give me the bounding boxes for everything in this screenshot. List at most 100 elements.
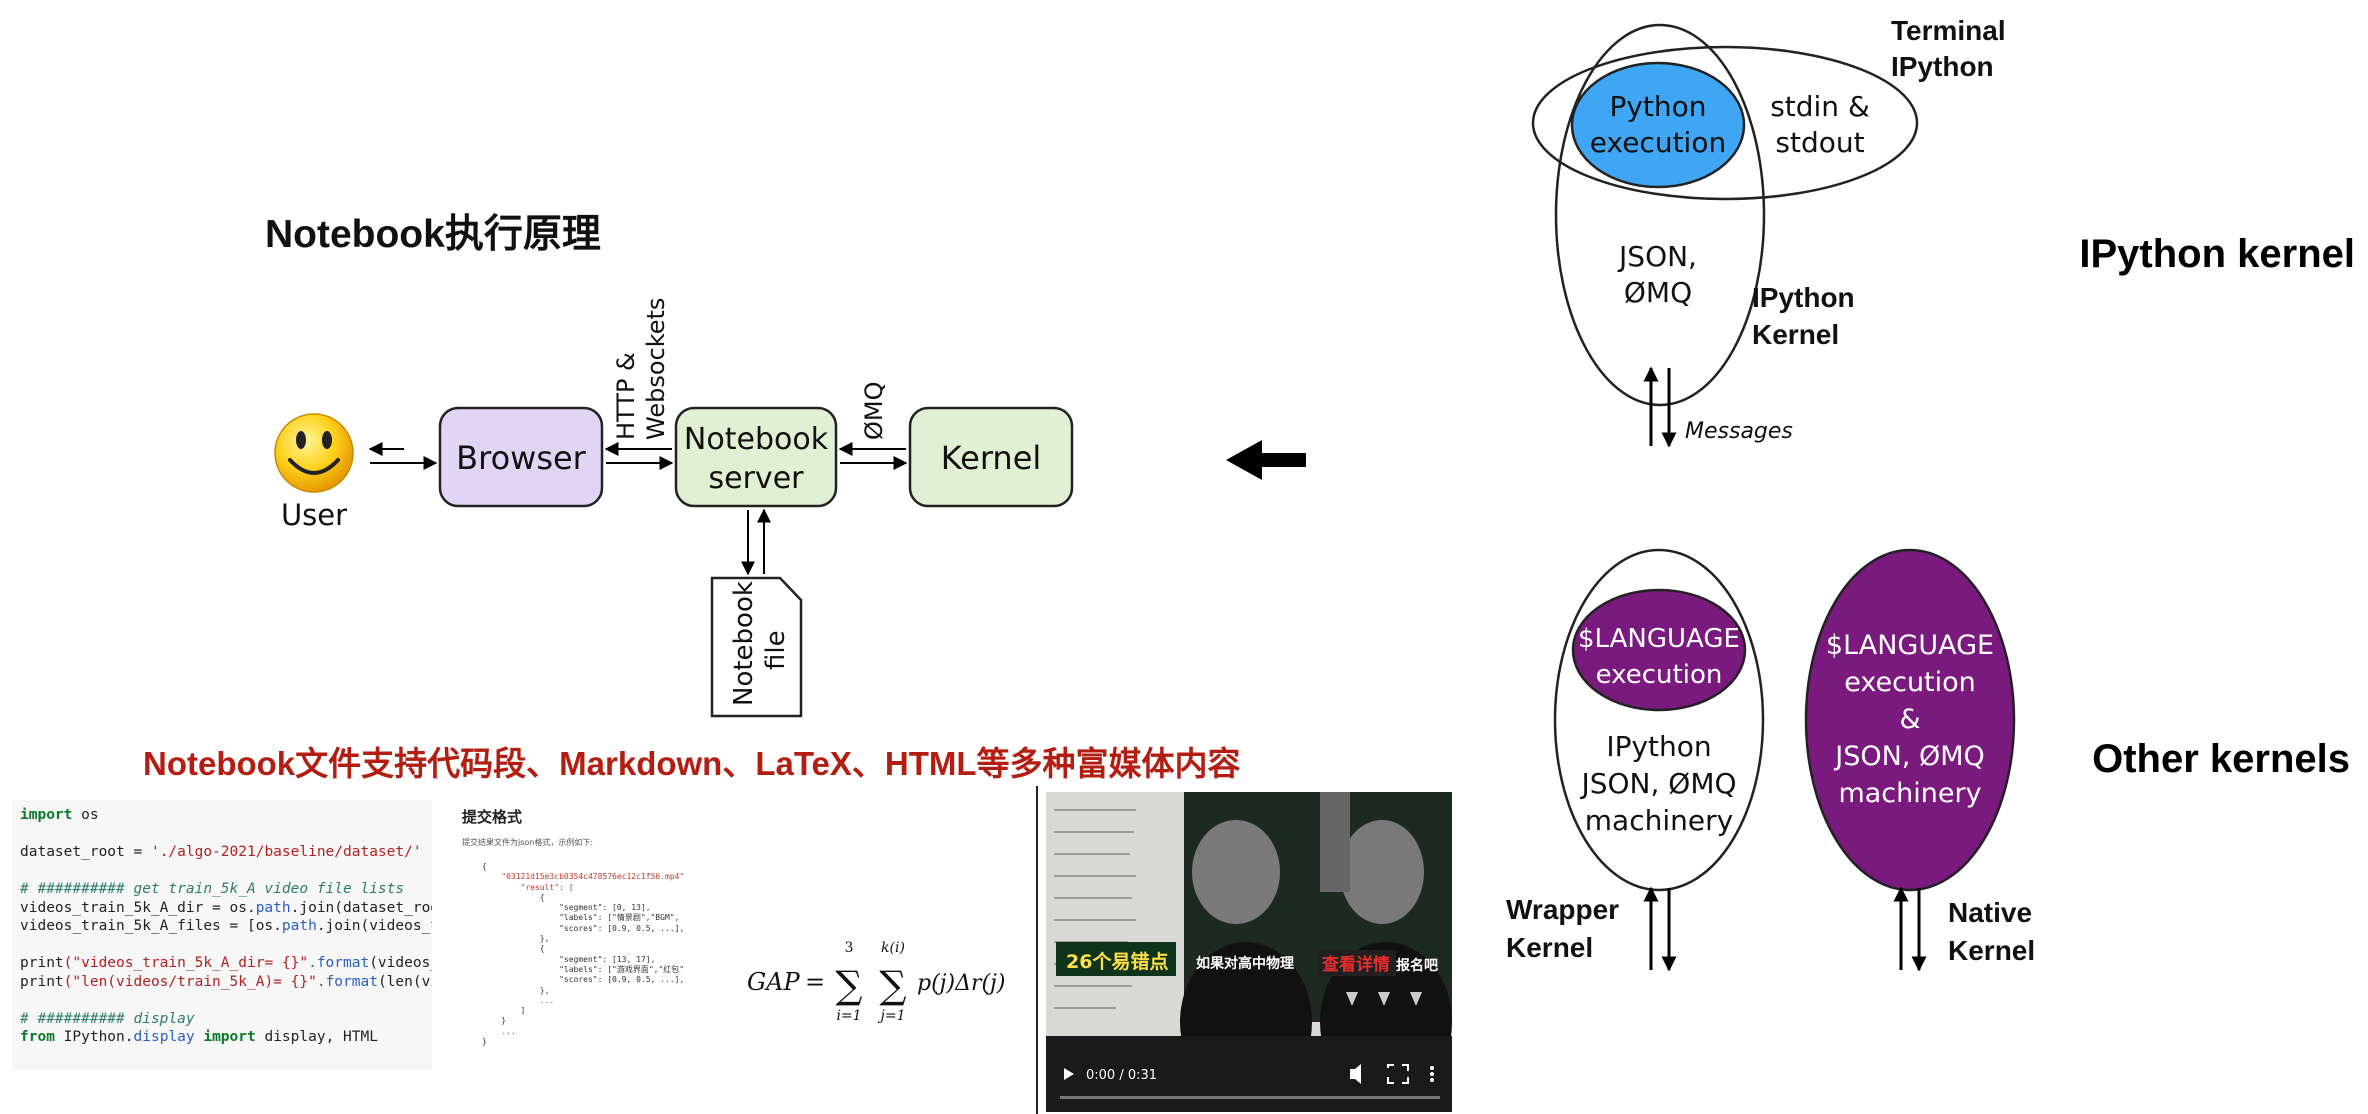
- fullscreen-icon[interactable]: [1387, 1064, 1409, 1084]
- python-exec-line2: execution: [1590, 126, 1726, 159]
- code-token: videos_train_5k_A_dir = os.: [20, 899, 256, 916]
- wrapper-language-ellipse: [1571, 588, 1747, 712]
- code-line: print("len(videos/train_5k_A)= {}".forma…: [20, 973, 432, 992]
- json-line: "segment": [13, 17],: [482, 954, 656, 964]
- zmq-label: ØMQ: [860, 382, 888, 441]
- json-line: {: [482, 862, 487, 871]
- server-label-line1: Notebook: [684, 422, 829, 457]
- submission-heading: 提交格式: [462, 808, 523, 826]
- formula-lhs: GAP: [747, 968, 801, 996]
- json-line: "labels": ["游戏界面","红包": [482, 964, 685, 974]
- code-token: import: [203, 1029, 256, 1045]
- video-time: 0:00 / 0:31: [1086, 1068, 1157, 1083]
- code-cell-panel: import os dataset_root = './algo-2021/bas…: [12, 800, 432, 1070]
- code-line: [20, 991, 432, 1010]
- wrapper-body-line2: JSON, ØMQ: [1579, 767, 1736, 800]
- notebook-server-box: [674, 406, 838, 508]
- formula-sum2-bottom: j=1: [878, 1008, 906, 1024]
- json-line: "result": [: [482, 882, 574, 892]
- code-token: ("len(videos/train_5k_A)= {}": [63, 973, 317, 990]
- native-label-line1: Native: [1948, 897, 2032, 928]
- native-line1: $LANGUAGE: [1826, 630, 1994, 661]
- code-line: import os: [20, 806, 432, 825]
- overlay-green-bg: [1056, 942, 1176, 976]
- code-line: [20, 862, 432, 881]
- code-token: .format: [308, 955, 370, 971]
- user-smiley-icon: [274, 413, 354, 493]
- terminal-label-line2: IPython: [1891, 51, 1994, 82]
- wrapper-exec-line1: $LANGUAGE: [1578, 624, 1740, 654]
- notebook-file-shape: [710, 576, 803, 718]
- json-line: ...: [482, 995, 555, 1005]
- formula-sum2-sign: ∑: [879, 963, 906, 1007]
- browser-label: Browser: [456, 439, 587, 477]
- submission-intro: 提交结果文件为json格式，示例如下:: [462, 838, 594, 847]
- json-line2: ØMQ: [1624, 276, 1692, 309]
- wrapper-exec-line2: execution: [1596, 660, 1723, 690]
- submission-format-panel: 提交格式 提交结果文件为json格式，示例如下: { "03121d15e3cb…: [462, 806, 712, 1086]
- ipython-kernel-ellipse: [1554, 23, 1766, 407]
- big-left-arrow-icon: [1226, 440, 1306, 480]
- code-token: print: [20, 955, 64, 971]
- wrapper-body-line3: machinery: [1585, 804, 1733, 837]
- overlay-red-bg: [1318, 950, 1396, 976]
- json-line: "scores": [0.9, 0.5, ...],: [482, 975, 685, 985]
- python-exec-line1: Python: [1609, 90, 1706, 123]
- json-line: "segment": [0, 13],: [482, 903, 651, 913]
- code-token: .join(dataset_root: [290, 899, 432, 916]
- code-token: dataset_root =: [20, 844, 151, 860]
- wrapper-label-line2: Kernel: [1506, 932, 1593, 963]
- video-player[interactable]: 26个易错点 如果对高中物理 查看详情 报名吧 0:00 / 0:31: [1046, 792, 1452, 1112]
- wrapper-body-line1: IPython: [1606, 730, 1711, 763]
- python-execution-ellipse: [1570, 61, 1746, 189]
- code-line: # ########## get train_5k_A video file l…: [20, 880, 432, 899]
- http-label-line2: Websockets: [642, 298, 670, 440]
- ipython-kernel-label-line1: IPython: [1752, 282, 1855, 313]
- code-token: (videos_: [369, 955, 432, 971]
- down-arrows-icon: [1346, 992, 1422, 1006]
- overlay-tail-text: 报名吧: [1396, 957, 1438, 974]
- formula-sum2-top: k(i): [881, 940, 905, 956]
- face-blur-right: [1340, 820, 1424, 924]
- video-controls-bg: [1046, 1036, 1452, 1112]
- code-token: display, HTML: [255, 1029, 378, 1045]
- play-icon[interactable]: [1064, 1068, 1074, 1080]
- native-line5: machinery: [1838, 778, 1981, 809]
- http-label-line1: HTTP &: [612, 352, 640, 440]
- code-line: dataset_root = './algo-2021/baseline/dat…: [20, 843, 432, 862]
- native-label-line2: Kernel: [1948, 935, 2035, 966]
- video-progress-track[interactable]: [1060, 1096, 1440, 1099]
- json-line: },: [482, 985, 550, 995]
- code-token: .format: [316, 973, 378, 990]
- code-token: './algo-2021/baseline/dataset/': [150, 844, 422, 860]
- formula-eq: =: [805, 968, 825, 996]
- volume-icon[interactable]: [1350, 1064, 1361, 1084]
- more-options-icon[interactable]: [1430, 1066, 1434, 1082]
- messages-label: Messages: [1685, 419, 1793, 444]
- kernel-label: Kernel: [941, 439, 1042, 477]
- code-token: .join(videos_t: [316, 918, 432, 934]
- stdin-line1: stdin &: [1770, 90, 1870, 123]
- notebook-title: Notebook执行原理: [265, 213, 601, 256]
- code-token: import: [20, 807, 73, 823]
- code-token: print: [20, 973, 64, 990]
- code-token: os: [72, 807, 99, 823]
- json-line: "labels": ["情景剧","BGM",: [482, 913, 680, 923]
- json-line: }: [482, 1037, 487, 1047]
- json-line: ]: [482, 1006, 526, 1016]
- kernel-box: [908, 406, 1074, 508]
- json-line1: JSON,: [1617, 240, 1697, 273]
- native-kernel-ellipse: [1804, 548, 2016, 892]
- media-caption: Notebook文件支持代码段、Markdown、LaTeX、HTML等多种富媒…: [143, 745, 1241, 782]
- code-line: videos_train_5k_A_dir = os.path.join(dat…: [20, 899, 432, 918]
- code-token: display: [133, 1029, 195, 1045]
- face-blur-left: [1192, 820, 1280, 924]
- code-line: # ########## display: [20, 1010, 432, 1029]
- ipython-kernel-label-line2: Kernel: [1752, 319, 1839, 350]
- code-line: from IPython.display import display, HTM…: [20, 1028, 432, 1047]
- code-token: IPython.: [54, 1029, 134, 1045]
- file-label-line2: file: [761, 630, 791, 670]
- code-token: videos_train_5k_A_files = [os.: [20, 918, 282, 934]
- overlay-green-text: 26个易错点: [1066, 950, 1168, 973]
